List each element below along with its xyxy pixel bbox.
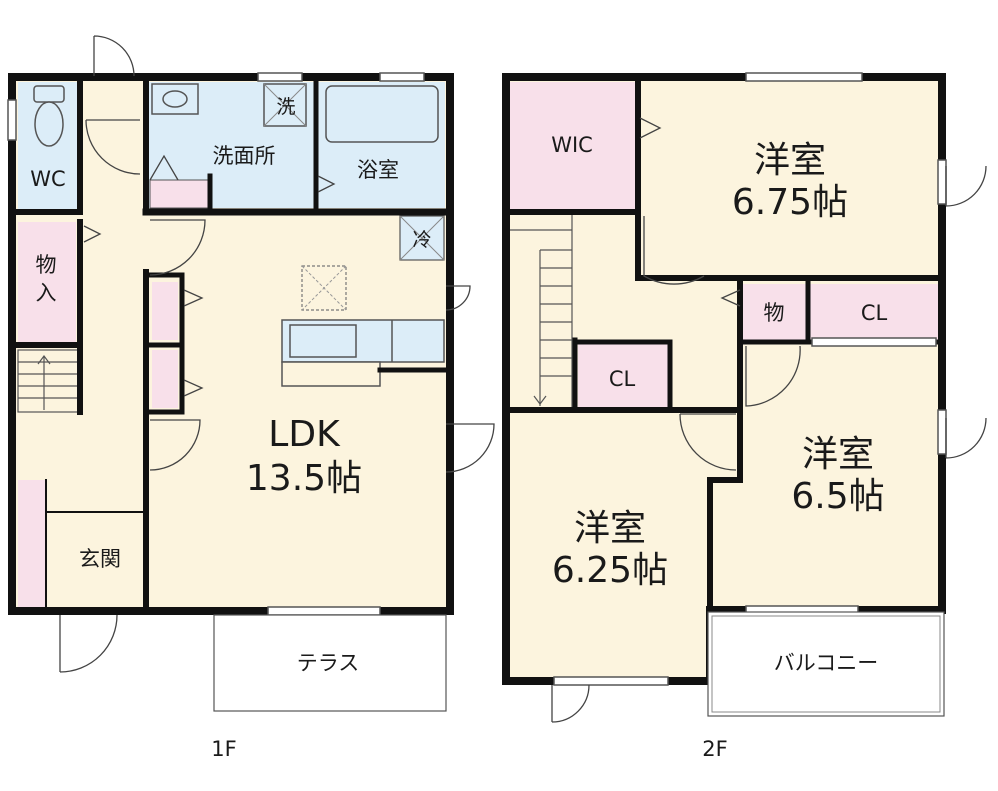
- room-a-size: 6.75帖: [732, 182, 848, 223]
- ldk-closet-2: [152, 350, 178, 408]
- cl-right-label: CL: [861, 301, 888, 325]
- room-b-name: 洋室: [802, 434, 874, 475]
- toilet-bowl: [34, 101, 64, 147]
- room-a-name: 洋室: [754, 140, 826, 181]
- kitchen-sink: [289, 324, 357, 358]
- doors-1f: [59, 35, 495, 673]
- cl-right-fill: [810, 284, 938, 340]
- balcony-inner: [711, 615, 941, 713]
- wash-mark: 洗: [276, 96, 295, 118]
- walls-1f: [8, 73, 454, 615]
- floor-2-label: 2F: [702, 737, 727, 761]
- hood-diag-2: [301, 265, 347, 311]
- floor-1-label: 1F: [211, 737, 236, 761]
- wic-fill: [510, 82, 638, 210]
- terrace-label: テラス: [297, 651, 360, 675]
- balcony-label: バルコニー: [774, 651, 879, 675]
- storage-2f-fill: [742, 284, 808, 340]
- ldk-size: 13.5帖: [246, 458, 362, 499]
- ldk-name: LDK: [268, 414, 341, 455]
- wash-box-diag2: [263, 83, 307, 127]
- storage-label-1: 物: [36, 253, 57, 277]
- doors-2f: [551, 117, 987, 723]
- fridge-mark: 冷: [412, 229, 431, 251]
- cl-hall-label: CL: [609, 367, 636, 391]
- floor-1: WC 物 入 洗面所 浴室 洗 冷 LDK 13.5帖 玄関 テラス 1F: [7, 35, 495, 761]
- washroom-shelf: [149, 179, 211, 209]
- fridge-diag-2: [399, 215, 445, 261]
- sink-bowl: [162, 90, 188, 108]
- storage-1f-fill: [18, 222, 76, 342]
- floor-2: WIC 洋室 6.75帖 物 CL CL 洋室 6.5帖 洋室 6.25帖 バル…: [502, 72, 987, 761]
- washroom-label: 洗面所: [213, 144, 276, 168]
- wic-label: WIC: [551, 133, 593, 157]
- storage-2f-label: 物: [764, 301, 785, 325]
- sink-counter: [151, 83, 199, 115]
- room-c-name: 洋室: [574, 508, 646, 549]
- storage-label-2: 入: [36, 281, 57, 305]
- entrance-label: 玄関: [79, 547, 121, 571]
- balcony: [707, 611, 945, 717]
- cl-hall-fill: [578, 344, 668, 410]
- ldk-closet-1: [152, 282, 178, 340]
- entrance-shoebox: [18, 480, 46, 608]
- wc-label: WC: [30, 167, 65, 191]
- terrace: [213, 614, 447, 712]
- room-b-size: 6.5帖: [791, 476, 884, 517]
- bath-label: 浴室: [357, 158, 399, 182]
- room-c-size: 6.25帖: [552, 550, 668, 591]
- toilet-tank: [33, 85, 65, 103]
- bathtub: [325, 85, 439, 143]
- windows-2f: [553, 72, 947, 686]
- range-hood: [301, 265, 347, 311]
- counter-bar: [281, 361, 381, 387]
- kitchen-counter: [281, 319, 445, 363]
